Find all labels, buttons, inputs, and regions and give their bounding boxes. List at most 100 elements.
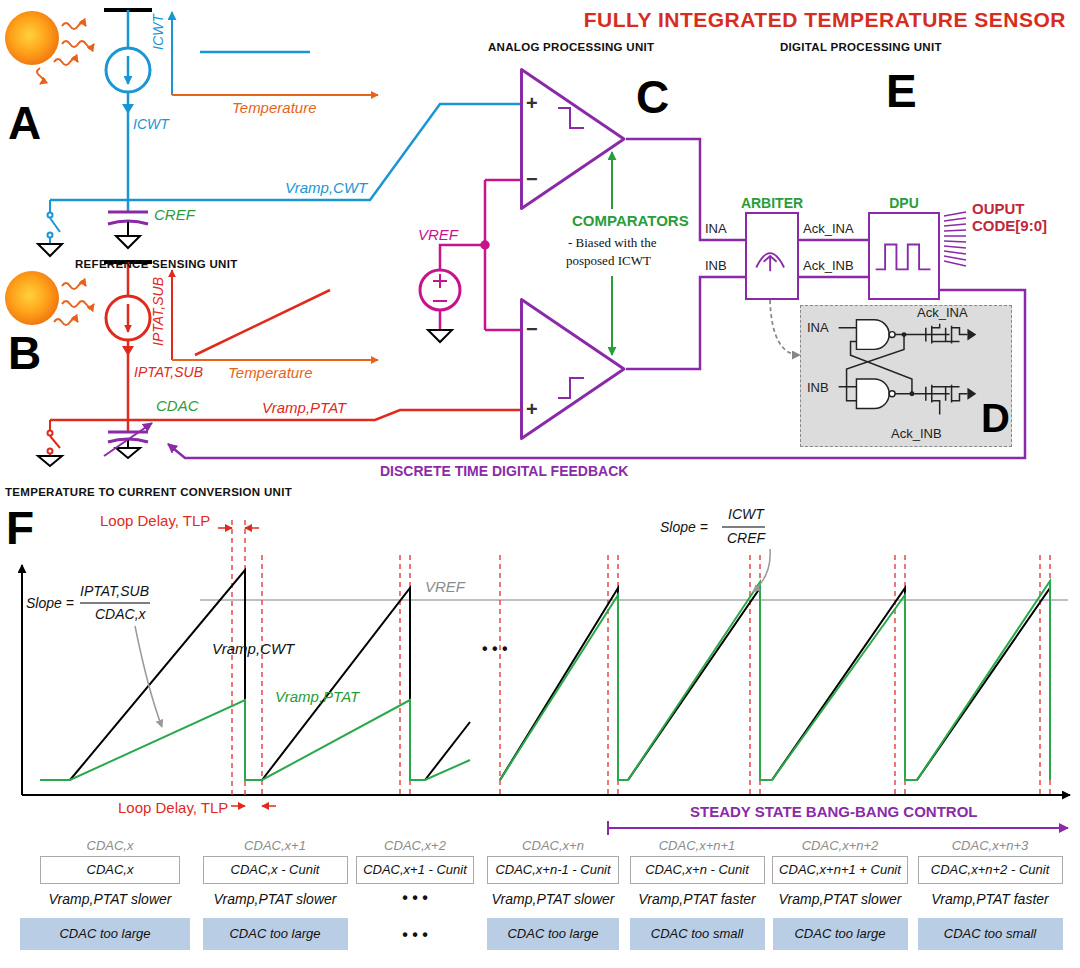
label: Vramp,CWT: [285, 179, 367, 196]
slope-pointer: [753, 549, 770, 592]
output-bus: [944, 212, 966, 266]
signal-wire: [799, 276, 868, 279]
reference-voltage-source: [428, 330, 452, 342]
node-text: CDAC too large: [794, 927, 885, 942]
signal-wire: [799, 239, 868, 242]
latch-schematic-box: INAAck_INAINBAck_INBD: [800, 305, 1012, 447]
label: Vramp,PTAT faster: [931, 891, 1048, 907]
label: TEMPERATURE TO CURRENT CONVERSION UNIT: [5, 486, 292, 499]
reset-switch: [48, 213, 53, 218]
reference-voltage-source: [420, 270, 460, 310]
status-box: CDAC too large: [773, 918, 908, 950]
reference-voltage-source: [485, 329, 520, 332]
node-text: INB: [807, 381, 829, 396]
capacitor-code-box: CDAC,x+nCDAC,x+n-1 - Cunit: [487, 856, 619, 884]
label: Vramp,PTAT slower: [214, 891, 337, 907]
output-bus: [944, 246, 966, 248]
label: COMPARATORS: [572, 212, 689, 229]
label: Loop Delay, TLP: [100, 512, 210, 529]
signal-name: Ack_INA: [803, 222, 854, 237]
label: • • •: [402, 926, 428, 944]
reference-level: [200, 599, 1068, 601]
label: CREF: [727, 530, 765, 546]
timing-chart-axes: [22, 565, 1070, 795]
label: DIGITAL PROCESSING UNIT: [780, 41, 942, 54]
signal-wire: [626, 277, 745, 369]
loop-delay-marker: [231, 520, 232, 795]
output-bus: [944, 212, 966, 216]
node-text: CDAC,x+n: [522, 839, 584, 854]
reference-current-source: [127, 56, 130, 84]
capacitor-code-box: CDAC,x+n+1CDAC,x+n - Cunit: [630, 856, 765, 884]
label: A: [8, 100, 41, 146]
node-text: CDAC,x+1: [244, 839, 306, 854]
label: ICWT: [728, 506, 764, 522]
reset-switch: [38, 200, 62, 256]
label: VREF: [425, 578, 465, 595]
capacitor-code-box: CDAC,x+1CDAC,x - Cunit: [203, 856, 348, 884]
reference-current-source: [104, 10, 152, 212]
output-bus: [944, 230, 966, 231]
dac-capacitor: [104, 423, 152, 458]
heat-waves: [54, 319, 78, 325]
loop-delay-arrow: [245, 527, 259, 529]
reference-voltage-source: [439, 310, 442, 330]
reference-ramp: [425, 722, 470, 780]
label: DISCRETE TIME DIGITAL FEEDBACK: [380, 463, 628, 479]
fraction-bar: [80, 527, 765, 603]
reference-ramp: [70, 570, 1050, 780]
latch-schematic-box-outline: [839, 320, 968, 415]
dpu-block-outline: [876, 245, 931, 270]
reference-ramp: [70, 570, 245, 780]
output-bus: [944, 251, 966, 254]
label: IPTAT,SUB: [80, 583, 149, 599]
reference-voltage-source: [433, 274, 447, 301]
reference-capacitor: [108, 212, 148, 248]
node-text: Ack_INB: [891, 427, 942, 442]
label: Temperature: [228, 364, 313, 381]
dpu-block-outline: [870, 214, 938, 298]
loop-delay-marker: [232, 520, 1050, 795]
node-text: −: [526, 169, 538, 189]
ramp-wire: [50, 104, 520, 200]
reference-voltage-source: [420, 180, 520, 342]
bias-arrow: [611, 276, 613, 355]
dashed-pointer: [770, 300, 800, 355]
comparator-outline: [522, 70, 625, 209]
dac-capacitor: [127, 440, 129, 448]
ptat-ramp: [40, 700, 470, 780]
label: Vramp,PTAT: [275, 688, 359, 705]
heat-waves: [62, 23, 86, 29]
node-text: +: [526, 399, 538, 419]
comparator-outline: [558, 378, 584, 398]
current-plot: [195, 290, 330, 355]
timing-chart-axes: [21, 565, 23, 795]
current-plot: [172, 359, 378, 361]
capacitor-code-box: CDAC,xCDAC,x: [40, 856, 180, 884]
latch-schematic-box-outline: [967, 329, 976, 400]
loop-delay-marker: [261, 555, 262, 795]
current-plot: [171, 12, 173, 95]
node-text: CDAC too large: [229, 927, 320, 942]
label: Vramp,PTAT slower: [492, 891, 615, 907]
dac-capacitor: [116, 448, 140, 458]
signal-name: INB: [705, 259, 727, 274]
reset-switch: [48, 449, 53, 454]
node-text: CDAC,x+n+3: [952, 839, 1029, 854]
heat-waves: [37, 68, 43, 84]
node-text: CDAC,x+n+2 - Cunit: [931, 863, 1050, 878]
node-text: ARBITER: [741, 195, 803, 211]
label: IPTAT,SUB: [134, 364, 203, 380]
latch-schematic-box-outline: [801, 306, 1011, 446]
label: STEADY STATE BANG-BANG CONTROL: [690, 803, 978, 820]
current-plot: [200, 51, 310, 54]
reset-switch: [49, 200, 51, 212]
loop-delay-marker: [749, 555, 750, 795]
node-text: CDAC too small: [651, 927, 743, 942]
arbiter-block-outline: [764, 256, 777, 271]
label: Slope =: [660, 519, 708, 535]
heat-waves: [54, 59, 78, 65]
reference-current-source: [127, 10, 130, 48]
latch-schematic-box-outline: [851, 341, 912, 393]
